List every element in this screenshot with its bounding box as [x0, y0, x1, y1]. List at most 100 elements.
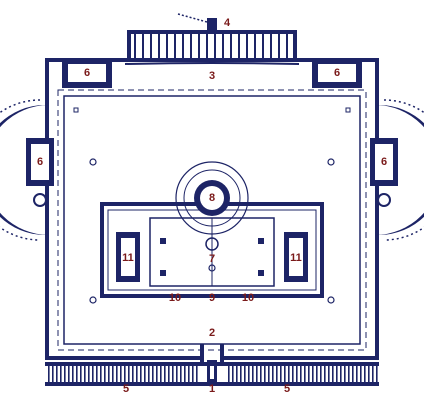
svg-text:3: 3 — [209, 70, 215, 82]
colonnade-column — [320, 366, 322, 382]
cistern-divider — [158, 34, 160, 58]
label-6-top-right: 6 — [334, 67, 340, 79]
colonnade-column — [152, 366, 154, 382]
colonnade-column — [136, 366, 138, 382]
entrance-gate — [200, 344, 224, 382]
colonnade-column — [124, 366, 126, 382]
colonnade-column — [144, 366, 146, 382]
label-1: 1 — [209, 383, 215, 395]
colonnade-column — [264, 366, 266, 382]
colonnade-column — [256, 366, 258, 382]
svg-text:6: 6 — [334, 67, 340, 79]
cistern-divider — [262, 34, 264, 58]
colonnade-column — [244, 366, 246, 382]
colonnade-column — [112, 366, 114, 382]
colonnade-column — [324, 366, 326, 382]
side-room-right — [370, 138, 398, 207]
cistern-divider — [286, 34, 288, 58]
svg-text:6: 6 — [37, 156, 43, 168]
courtyard-posts — [73, 107, 351, 304]
label-11-left: 11 — [122, 252, 134, 264]
colonnade-column — [252, 366, 254, 382]
colonnade-column — [336, 366, 338, 382]
svg-text:4: 4 — [224, 17, 231, 29]
label-6-left: 6 — [37, 156, 43, 168]
colonnade-column — [228, 366, 230, 382]
colonnade-column — [104, 366, 106, 382]
cistern-divider — [254, 34, 256, 58]
cistern-divider — [214, 34, 216, 58]
central-bath-building — [100, 202, 324, 298]
label-5-left: 5 — [123, 383, 129, 395]
cistern-divider — [190, 34, 192, 58]
colonnade-column — [72, 366, 74, 382]
colonnade-column — [276, 366, 278, 382]
colonnade-column — [260, 366, 262, 382]
svg-text:5: 5 — [123, 383, 129, 395]
colonnade-column — [160, 366, 162, 382]
cistern-divider — [182, 34, 184, 58]
svg-text:8: 8 — [209, 192, 215, 204]
colonnade-column — [80, 366, 82, 382]
label-5-right: 5 — [284, 383, 290, 395]
colonnade-column — [312, 366, 314, 382]
colonnade-column — [368, 366, 370, 382]
colonnade-column — [364, 366, 366, 382]
colonnade-column — [92, 366, 94, 382]
colonnade-column — [156, 366, 158, 382]
label-9: 9 — [209, 292, 215, 304]
cistern-divider — [222, 34, 224, 58]
colonnade-column — [84, 366, 86, 382]
cistern-divider — [238, 34, 240, 58]
side-room-left — [26, 138, 54, 207]
colonnade-column — [348, 366, 350, 382]
colonnade-column — [272, 366, 274, 382]
colonnade-column — [128, 366, 130, 382]
colonnade-column — [316, 366, 318, 382]
label-10-left: 10 — [169, 292, 181, 304]
colonnade-column — [96, 366, 98, 382]
colonnade-column — [60, 366, 62, 382]
colonnade-column — [180, 366, 182, 382]
colonnade-column — [356, 366, 358, 382]
svg-text:9: 9 — [209, 292, 215, 304]
colonnade-column — [188, 366, 190, 382]
label-10-right: 10 — [242, 292, 254, 304]
cistern-divider — [150, 34, 152, 58]
colonnade-column — [172, 366, 174, 382]
plan-labels: 1 2 3 4 5 5 6 6 6 6 7 8 9 10 10 11 11 — [37, 17, 387, 395]
colonnade-column — [108, 366, 110, 382]
colonnade-column — [116, 366, 118, 382]
colonnade-column — [372, 366, 374, 382]
cistern-divider — [142, 34, 144, 58]
corner-room-top-right — [312, 58, 362, 88]
colonnade-column — [48, 366, 50, 382]
rotunda — [175, 161, 249, 235]
colonnade-column — [300, 366, 302, 382]
colonnade-column — [68, 366, 70, 382]
label-11-right: 11 — [290, 252, 302, 264]
cistern-divider — [206, 34, 208, 58]
label-8: 8 — [209, 192, 215, 204]
colonnade-column — [352, 366, 354, 382]
colonnade-column — [292, 366, 294, 382]
colonnade-column — [52, 366, 54, 382]
colonnade-column — [296, 366, 298, 382]
colonnade-column — [76, 366, 78, 382]
colonnade-column — [268, 366, 270, 382]
colonnade-column — [280, 366, 282, 382]
label-6-right: 6 — [381, 156, 387, 168]
colonnade-column — [284, 366, 286, 382]
label-3: 3 — [209, 70, 215, 82]
svg-text:5: 5 — [284, 383, 290, 395]
colonnade-column — [328, 366, 330, 382]
label-2: 2 — [209, 327, 215, 339]
svg-text:6: 6 — [84, 67, 90, 79]
svg-text:10: 10 — [242, 292, 254, 304]
label-6-top-left: 6 — [84, 67, 90, 79]
svg-text:6: 6 — [381, 156, 387, 168]
colonnade-column — [196, 366, 198, 382]
colonnade-column — [248, 366, 250, 382]
colonnade-column — [100, 366, 102, 382]
